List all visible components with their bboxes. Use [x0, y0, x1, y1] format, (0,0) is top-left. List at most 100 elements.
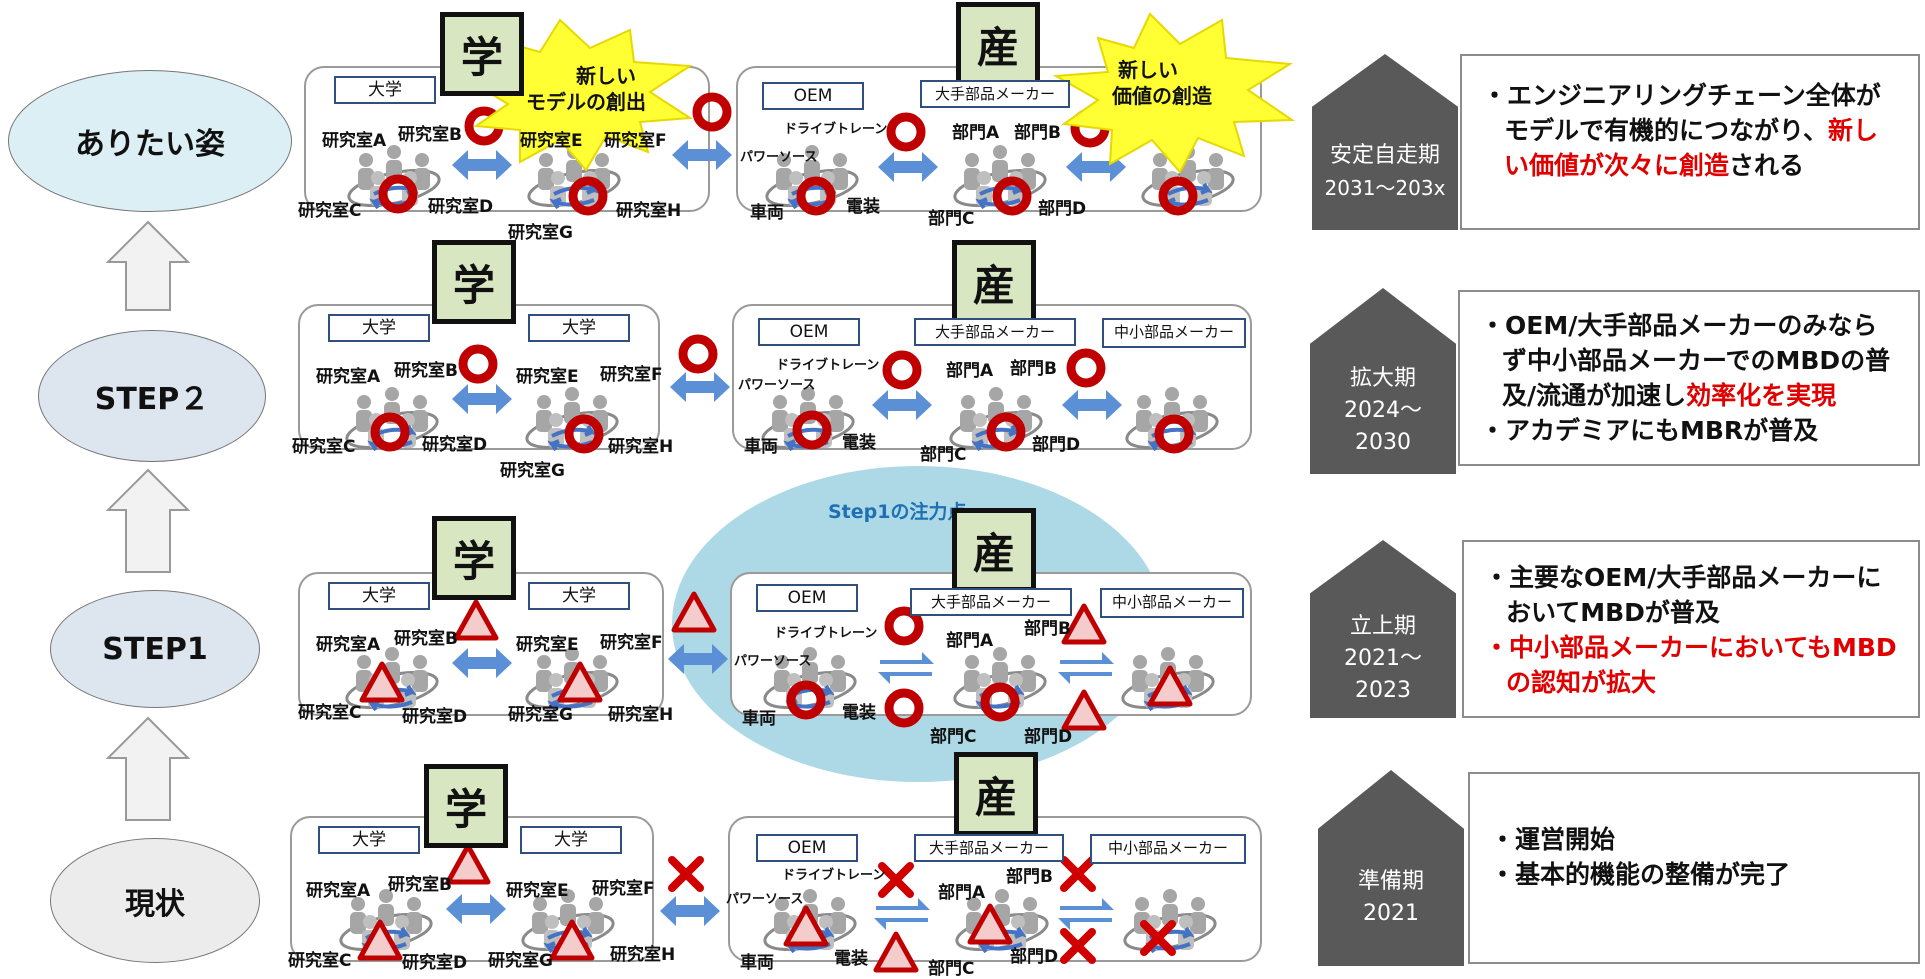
lab-b-label: 研究室B: [394, 629, 458, 649]
university-label: 大学: [328, 582, 430, 610]
lab-h-label: 研究室H: [608, 437, 674, 457]
phase-name: 安定自走期: [1329, 143, 1440, 168]
small-maker-label: 中小部品メーカー: [1100, 588, 1244, 618]
new-model-line2: モデルの創出: [526, 90, 646, 114]
lab-e-label: 研究室E: [506, 881, 569, 901]
lab-d-label: 研究室D: [422, 435, 488, 455]
stage-step2: STEP２: [38, 330, 266, 462]
lab-b-label: 研究室B: [394, 361, 458, 381]
lab-a-label: 研究室A: [316, 635, 381, 655]
lab-c-label: 研究室C: [298, 703, 362, 723]
dept-c-label: 部門C: [928, 959, 975, 979]
drivetrain-label: ドライブトレーン: [776, 358, 880, 373]
phase-name: 準備期: [1357, 869, 1424, 894]
description-item: ・アカデミアにもMBRが普及: [1480, 416, 1819, 445]
new-value-burst: [1052, 12, 1296, 174]
industry-block: 産: [954, 752, 1038, 836]
power-source-label: パワーソース: [740, 150, 818, 165]
description-step2: ・OEM/大手部品メーカーのみならず中小部品メーカーでのMBDの普及/流通が加速…: [1458, 290, 1920, 466]
lab-f-label: 研究室F: [600, 365, 663, 385]
stage-ideal: ありたい姿: [8, 70, 292, 212]
description-item: ・中小部品メーカーにおいてもMBDの認知が拡大: [1484, 633, 1897, 697]
dept-a-label: 部門A: [946, 361, 994, 381]
academia-block: 学: [432, 516, 516, 600]
new-model-line1: 新しい: [576, 64, 636, 88]
dept-a-label: 部門A: [938, 883, 986, 903]
large-maker-label: 大手部品メーカー: [914, 318, 1076, 346]
university-label: 大学: [528, 314, 630, 342]
oem-label: OEM: [758, 318, 860, 346]
phase-years: 2031～203x: [1324, 176, 1446, 200]
oem-label: OEM: [756, 834, 858, 862]
phase-years: 2021～: [1344, 646, 1422, 671]
dept-b-label: 部門B: [1024, 619, 1071, 639]
description-current: ・運営開始 ・基本的機能の整備が完了: [1468, 772, 1920, 964]
industry-block: 産: [952, 508, 1036, 592]
phase-years: 2030: [1355, 430, 1411, 455]
lab-e-label: 研究室E: [520, 131, 583, 151]
dept-d-label: 部門D: [1032, 435, 1081, 455]
description-item: ・OEM/大手部品メーカーのみならず中小部品メーカーでのMBDの普及/流通が加速…: [1480, 311, 1891, 410]
drivetrain-label: ドライブトレーン: [774, 626, 878, 641]
small-maker-label: 中小部品メーカー: [1090, 834, 1246, 864]
phase-years: 2021: [1363, 901, 1419, 926]
description-item: ・基本的機能の整備が完了: [1490, 860, 1791, 889]
industry-block: 産: [952, 240, 1036, 324]
academia-block: 学: [440, 12, 524, 96]
dept-c-label: 部門C: [928, 209, 975, 229]
oem-label: OEM: [762, 82, 864, 110]
phase-years: 2023: [1355, 678, 1411, 703]
power-source-label: パワーソース: [726, 892, 804, 907]
dept-a-label: 部門A: [946, 631, 994, 651]
university-label: 大学: [528, 582, 630, 610]
university-label: 大学: [520, 826, 622, 854]
small-maker-label: 中小部品メーカー: [1102, 318, 1246, 348]
lab-f-label: 研究室F: [604, 131, 667, 151]
lab-b-label: 研究室B: [398, 125, 462, 145]
dept-d-label: 部門D: [1038, 199, 1087, 219]
new-value-line2: 価値の創造: [1112, 84, 1212, 108]
university-label: 大学: [334, 76, 436, 104]
focus-label: Step1の注力点: [828, 501, 967, 523]
electrical-label: 電装: [846, 197, 880, 217]
industry-block: 産: [956, 2, 1040, 86]
lab-h-label: 研究室H: [610, 945, 676, 965]
dept-d-label: 部門D: [1010, 947, 1059, 967]
large-maker-label: 大手部品メーカー: [910, 588, 1072, 616]
phase-name: 立上期: [1349, 614, 1416, 639]
vehicle-label: 車両: [750, 203, 784, 223]
description-item: ・エンジニアリングチェーン全体がモデルで有機的につながり、新しい価値が次々に創造…: [1482, 81, 1881, 180]
electrical-label: 電装: [842, 433, 876, 453]
description-step1: ・主要なOEM/大手部品メーカーにおいてMBDが普及 ・中小部品メーカーにおいて…: [1462, 540, 1920, 718]
lab-g-label: 研究室G: [508, 223, 573, 243]
dept-b-label: 部門B: [1006, 867, 1053, 887]
dept-a-label: 部門A: [952, 123, 1000, 143]
stage-step1: STEP1: [50, 590, 260, 708]
new-value-line1: 新しい: [1118, 58, 1178, 82]
lab-d-label: 研究室D: [402, 953, 468, 973]
academia-block: 学: [424, 764, 508, 848]
vehicle-label: 車両: [740, 953, 774, 973]
drivetrain-label: ドライブトレーン: [784, 122, 888, 137]
oem-label: OEM: [756, 584, 858, 612]
vehicle-label: 車両: [744, 437, 778, 457]
lab-e-label: 研究室E: [516, 635, 579, 655]
description-item: ・運営開始: [1490, 825, 1616, 854]
dept-b-label: 部門B: [1014, 123, 1061, 143]
lab-c-label: 研究室C: [298, 201, 362, 221]
up-arrow-icon: [105, 220, 191, 821]
dept-c-label: 部門C: [920, 445, 967, 465]
power-source-label: パワーソース: [734, 654, 812, 669]
university-label: 大学: [318, 826, 420, 854]
drivetrain-label: ドライブトレーン: [782, 868, 886, 883]
description-ideal: ・エンジニアリングチェーン全体がモデルで有機的につながり、新しい価値が次々に創造…: [1460, 54, 1920, 230]
university-label: 大学: [328, 314, 430, 342]
dept-b-label: 部門B: [1010, 359, 1057, 379]
lab-a-label: 研究室A: [316, 367, 381, 387]
lab-g-label: 研究室G: [508, 705, 573, 725]
stage-current: 現状: [50, 838, 260, 963]
lab-c-label: 研究室C: [288, 951, 352, 971]
lab-b-label: 研究室B: [388, 875, 452, 895]
lab-g-label: 研究室G: [488, 951, 553, 971]
phase-name: 拡大期: [1349, 366, 1416, 391]
